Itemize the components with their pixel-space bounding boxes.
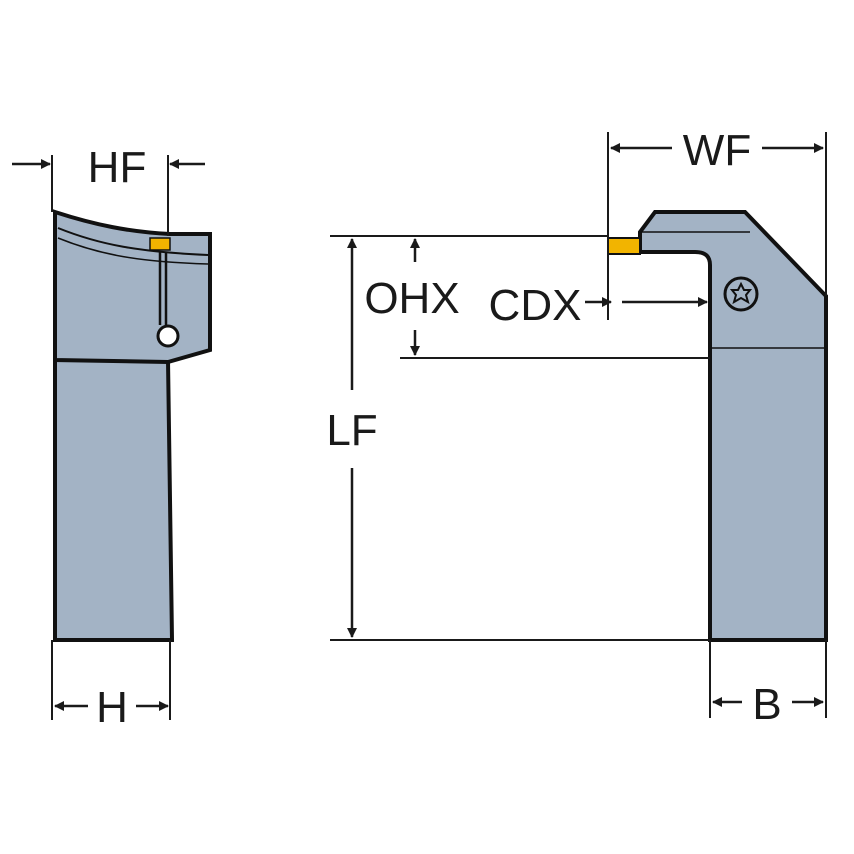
- side-clamp-slot: [158, 252, 168, 325]
- label-lf: LF: [326, 406, 377, 455]
- label-hf: HF: [88, 143, 147, 192]
- top-view-holder: [607, 210, 828, 642]
- label-h: H: [96, 683, 128, 732]
- dim-lf: LF: [326, 238, 378, 638]
- label-wf: WF: [683, 126, 751, 175]
- top-insert: [607, 237, 641, 255]
- side-view-holder: [53, 209, 212, 642]
- side-clamp-hole: [156, 324, 180, 348]
- side-head-ridge-2: [57, 237, 209, 265]
- dim-b: B: [709, 640, 827, 729]
- label-b: B: [752, 680, 781, 729]
- side-insert: [149, 237, 171, 251]
- dim-cdx: CDX: [489, 281, 708, 330]
- torx-star: [729, 281, 753, 305]
- side-shank: [53, 358, 175, 642]
- top-holder-body: [638, 210, 828, 642]
- dim-wf: WF: [607, 126, 827, 320]
- label-ohx: OHX: [364, 274, 459, 323]
- label-cdx: CDX: [489, 281, 582, 330]
- dim-h: H: [51, 640, 171, 732]
- side-head-ridge: [57, 227, 209, 256]
- dim-ohx: OHX: [364, 238, 460, 356]
- dim-hf: HF: [12, 143, 205, 236]
